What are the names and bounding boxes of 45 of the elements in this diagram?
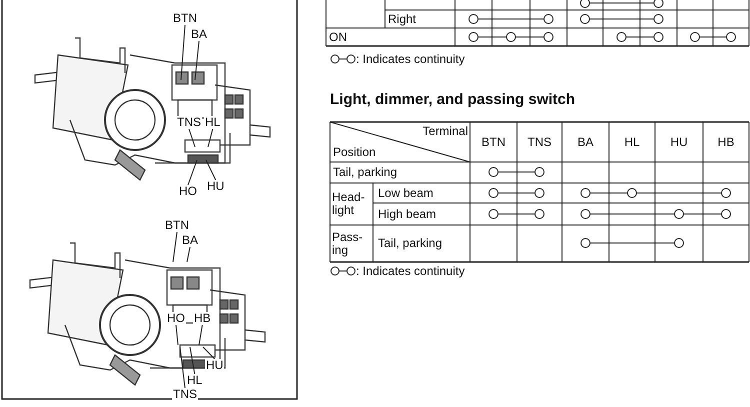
terminal-label: TNS: [176, 116, 202, 129]
terminal-label: HU: [205, 359, 224, 372]
terminal-label: HL: [204, 116, 222, 129]
row-label: Pass-ing: [332, 230, 364, 256]
row-label: Low beam: [378, 187, 434, 200]
leader-line: [206, 160, 216, 180]
terminal-label: HL: [186, 374, 204, 387]
leader-line: [172, 232, 178, 262]
leader-line: [180, 24, 186, 80]
column-header: Position: [333, 146, 376, 158]
leader-line: [176, 324, 178, 346]
leader-line: [186, 246, 190, 262]
terminal-label: BTN: [172, 12, 198, 25]
terminal-label: TNS: [172, 388, 198, 401]
terminal-label: HO: [166, 312, 186, 325]
leader-line: [208, 128, 214, 148]
row-label: Right: [388, 13, 416, 26]
terminal-label: BA: [190, 28, 208, 41]
leader-line: [202, 346, 216, 360]
leader-line: [180, 346, 186, 388]
column-header: TNS: [528, 136, 552, 148]
column-header: Terminal: [422, 124, 468, 138]
leader-line: [188, 160, 198, 186]
column-header: BTN: [482, 136, 506, 148]
legend-text: : Indicates continuity: [356, 52, 465, 66]
leader-line: [198, 324, 203, 346]
leader-line: [194, 40, 200, 80]
terminal-label: BA: [181, 234, 200, 247]
row-label: Tail, parking: [378, 237, 442, 250]
row-label: Tail, parking: [333, 166, 398, 179]
leader-line: [188, 128, 196, 148]
terminal-label: HU: [206, 180, 226, 193]
column-header: HL: [624, 136, 640, 148]
terminal-label: HB: [193, 312, 212, 325]
row-label: Head-light: [332, 191, 366, 217]
terminal-label: HO: [178, 185, 198, 198]
row-label: High beam: [378, 208, 436, 220]
leader-line: [190, 346, 196, 374]
table-heading: Light, dimmer, and passing switch: [330, 91, 576, 109]
terminal-label: BTN: [164, 219, 190, 232]
legend-text: : Indicates continuity: [356, 264, 465, 278]
column-header: HU: [670, 136, 688, 148]
row-label: ON: [329, 31, 347, 44]
column-header: BA: [577, 136, 594, 148]
column-header: HB: [718, 136, 734, 148]
